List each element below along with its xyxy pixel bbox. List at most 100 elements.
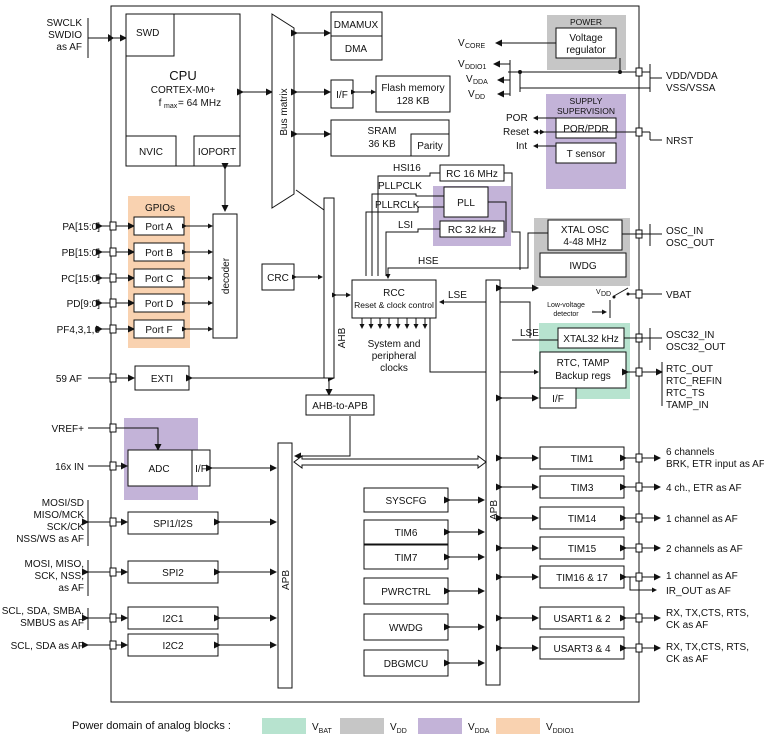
vdda-sub: DDA xyxy=(473,79,488,86)
hse-label: HSE xyxy=(418,256,439,267)
vcore-sub: CORE xyxy=(465,43,486,50)
right-peripherals: TIM1 TIM3 TIM14 TIM15 TIM16 & 17 USART1 … xyxy=(539,446,625,660)
flash-memory-block xyxy=(375,75,451,113)
legend-title: Power domain of analog blocks : xyxy=(72,720,231,732)
rtc-refin-pin: RTC_REFIN xyxy=(666,376,722,387)
usart12-label: USART1 & 2 xyxy=(553,614,610,625)
spi2-pins-3: as AF xyxy=(58,583,84,594)
rc16-label: RC 16 MHz xyxy=(446,169,498,180)
legend-vdda-swatch xyxy=(418,718,462,734)
sys-clocks-1: System and xyxy=(368,339,421,350)
rtc-label-2: Backup regs xyxy=(555,371,611,382)
tim1-pins-1: 6 channels xyxy=(666,447,714,458)
ahb-to-apb-block xyxy=(305,394,375,416)
apb-bridge-arrow xyxy=(293,455,487,469)
vdd-switch-v: V xyxy=(596,289,601,296)
apb-left-bus xyxy=(277,442,293,689)
crc-label: CRC xyxy=(267,273,289,284)
pwrctrl-label: PWRCTRL xyxy=(381,587,431,598)
port-d-label: Port D xyxy=(145,299,173,310)
decoder-label: decoder xyxy=(221,257,232,294)
legend-vdda-label: VDDA xyxy=(468,722,490,735)
lsi-label: LSI xyxy=(398,220,413,231)
tamp-in-pin: TAMP_IN xyxy=(666,400,709,411)
parity-label: Parity xyxy=(417,141,443,152)
tim1-label: TIM1 xyxy=(571,454,594,465)
supply-label-1: SUPPLY xyxy=(570,96,603,106)
middle-peripherals: SYSCFG TIM6 TIM7 PWRCTRL WWDG DBGMCU xyxy=(363,487,449,677)
legend-vddio1-label: VDDIO1 xyxy=(546,722,575,735)
vdda-domain-supply xyxy=(546,94,626,189)
usart34-label: USART3 & 4 xyxy=(553,644,610,655)
ahb-bus xyxy=(323,197,335,379)
i2c1-pins-1: SCL, SDA, SMBA, xyxy=(2,606,84,617)
tim15-label: TIM15 xyxy=(568,544,597,555)
voltage-regulator-block xyxy=(555,27,617,59)
wwdg-block xyxy=(363,613,449,641)
tim6-label: TIM6 xyxy=(395,528,418,539)
tim16-17-label: TIM16 & 17 xyxy=(556,573,608,584)
osc32-out-pin: OSC32_OUT xyxy=(666,342,725,353)
spi1-pins-1: MOSI/SD xyxy=(42,498,84,509)
legend-vdd-label: VDD xyxy=(390,722,407,735)
tim7-label: TIM7 xyxy=(395,553,418,564)
ioport-label: IOPORT xyxy=(198,147,236,158)
tim1-pins-2: BRK, ETR input as AF xyxy=(666,459,764,470)
swd-af-label: as AF xyxy=(56,42,82,53)
usart34-pins-1: RX, TX,CTS, RTS, xyxy=(666,642,749,653)
port-b-label: Port B xyxy=(145,248,173,259)
exti-label: EXTI xyxy=(151,374,173,385)
crc-block xyxy=(261,263,295,291)
vddio1-v: V xyxy=(458,59,465,70)
port-c-label: Port C xyxy=(145,274,173,285)
spi1-label: SPI1/I2S xyxy=(153,519,193,530)
sram-label-2: 36 KB xyxy=(368,139,396,150)
dma-label: DMA xyxy=(345,44,368,55)
sys-clocks-3: clocks xyxy=(380,363,408,374)
vdda-v: V xyxy=(466,74,473,85)
cpu-label: CPU xyxy=(169,68,196,83)
osc-in-pin: OSC_IN xyxy=(666,226,703,237)
ahb-to-apb-label: AHB-to-APB xyxy=(312,401,368,412)
vreg-label-2: regulator xyxy=(566,45,606,56)
fmax-f: f xyxy=(159,98,162,109)
i2c1-label: I2C1 xyxy=(162,614,184,625)
reset-signal: Reset xyxy=(503,127,529,138)
tim3-pins: 4 ch., ETR as AF xyxy=(666,483,742,494)
pll-block xyxy=(443,186,489,218)
exti-af-label: 59 AF xyxy=(56,374,82,385)
gpios-label: GPIOs xyxy=(145,203,175,214)
por-pdr-block xyxy=(555,117,617,139)
pa-pin: PA[15:0] xyxy=(62,222,100,233)
xtal32-label: XTAL32 kHz xyxy=(563,334,618,345)
bus-matrix-label: Bus matrix xyxy=(279,88,290,135)
legend-vbat-swatch xyxy=(262,718,306,734)
hsi16-label: HSI16 xyxy=(393,163,421,174)
flash-if-label: I/F xyxy=(336,90,348,101)
vdd-sub: DD xyxy=(475,94,485,101)
xtal-label-2: 4-48 MHz xyxy=(563,237,606,248)
rtc-block xyxy=(539,351,627,389)
chip-outline xyxy=(110,5,640,703)
rtc-if-block xyxy=(539,387,577,409)
usart34-pins-2: CK as AF xyxy=(666,654,708,665)
port-a-label: Port A xyxy=(145,222,173,233)
ioport-block xyxy=(193,135,241,167)
tim14-pins: 1 channel as AF xyxy=(666,514,738,525)
i2c2-pins: SCL, SDA as AF xyxy=(11,641,84,652)
swclk-pin: SWCLK xyxy=(46,18,82,29)
int-signal: Int xyxy=(516,141,527,152)
nrst-pin: NRST xyxy=(666,136,693,147)
legend-vdd-swatch xyxy=(340,718,384,734)
vref-pin: VREF+ xyxy=(51,424,84,435)
pll-label: PLL xyxy=(457,198,475,209)
tim16-pins-1: 1 channel as AF xyxy=(666,571,738,582)
legend-vbat-label: VBAT xyxy=(312,722,332,735)
legend-vddio1-swatch xyxy=(496,718,540,734)
vreg-label-1: Voltage xyxy=(569,33,603,44)
sys-clocks-2: peripheral xyxy=(372,351,416,362)
pf-pin: PF4,3,1,0 xyxy=(57,325,101,336)
apb-right-label: APB xyxy=(489,500,500,520)
adc-if-label: I/F xyxy=(195,464,207,475)
iwdg-block xyxy=(539,252,627,278)
